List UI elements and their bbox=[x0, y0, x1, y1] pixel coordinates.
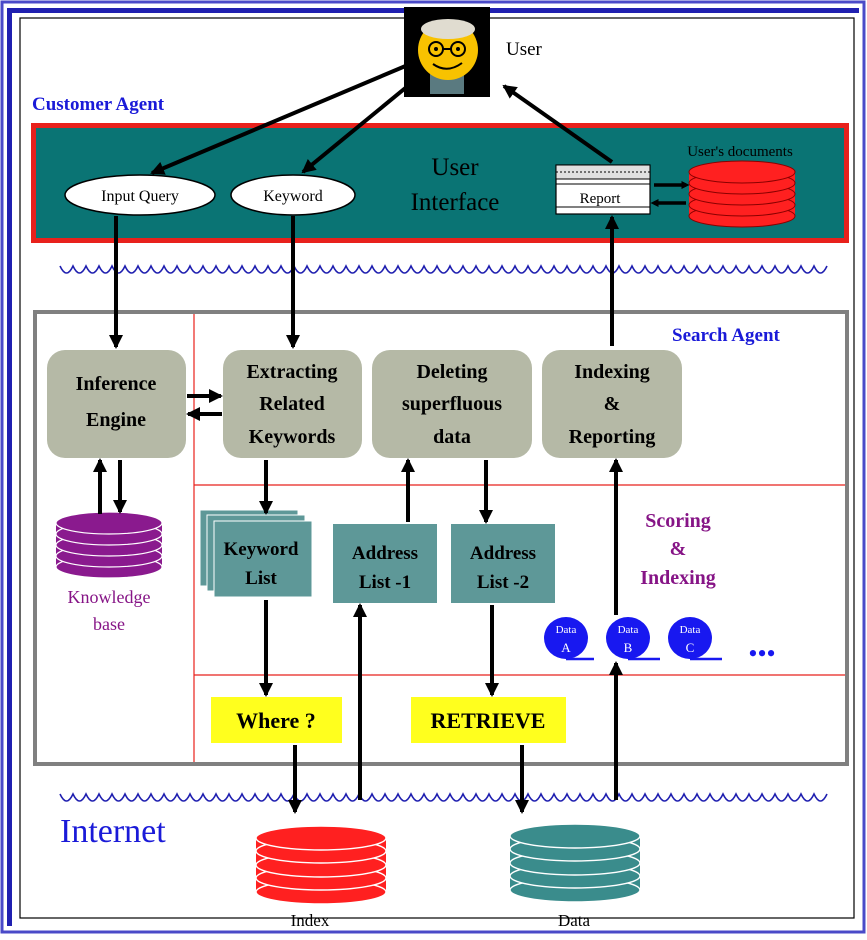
knowledge-base-line1: Knowledge bbox=[68, 587, 151, 607]
data-items-ellipsis: ••• bbox=[748, 639, 775, 668]
data-item-b-bottom: B bbox=[624, 640, 633, 655]
users-documents-disk bbox=[688, 160, 796, 228]
data-item-c bbox=[668, 617, 722, 661]
scoring-line1: Scoring bbox=[645, 510, 711, 532]
where-label: Where ? bbox=[236, 708, 316, 733]
data-item-a-bottom: A bbox=[561, 640, 571, 655]
data-item-c-bottom: C bbox=[686, 640, 695, 655]
input-query-label: Input Query bbox=[101, 188, 179, 205]
user-label: User bbox=[506, 39, 543, 60]
data-item-b-top: Data bbox=[618, 624, 639, 636]
inference-engine-line1: Inference bbox=[76, 373, 157, 395]
wave-separator-top bbox=[59, 264, 828, 274]
keyword-list-box bbox=[213, 520, 313, 598]
customer-agent-title: Customer Agent bbox=[32, 94, 165, 115]
arrow-user-to-input-query bbox=[150, 60, 416, 175]
index-disk bbox=[255, 825, 387, 905]
address-list-1-line2: List -1 bbox=[359, 572, 411, 593]
knowledge-base-line2: base bbox=[93, 614, 125, 634]
knowledge-base-disk bbox=[55, 511, 163, 579]
user-avatar bbox=[404, 7, 490, 97]
internet-title: Internet bbox=[60, 813, 166, 850]
indexing-line2: & bbox=[604, 393, 621, 415]
data-item-b bbox=[606, 617, 660, 661]
inference-engine-box bbox=[47, 350, 186, 458]
arrow-group bbox=[93, 60, 623, 814]
arrow-user-to-keyword bbox=[301, 74, 422, 174]
indexing-line3: Reporting bbox=[569, 426, 656, 448]
keyword-list-line2: List bbox=[245, 568, 277, 589]
data-item-c-top: Data bbox=[680, 624, 701, 636]
data-disk bbox=[509, 823, 641, 903]
extracting-line2: Related bbox=[259, 393, 325, 415]
address-list-2-box bbox=[451, 524, 555, 603]
inference-engine-line2: Engine bbox=[86, 409, 146, 431]
keyword-ellipse bbox=[230, 174, 356, 216]
extracting-line3: Keywords bbox=[249, 426, 336, 448]
wave-separator-bottom bbox=[59, 792, 828, 802]
retrieve-box bbox=[411, 697, 566, 743]
users-documents-label: User's documents bbox=[687, 144, 793, 160]
user-interface-title-1: User bbox=[431, 154, 479, 181]
scoring-line2: & bbox=[670, 538, 687, 560]
report-label: Report bbox=[580, 191, 622, 207]
address-list-2-line1: Address bbox=[470, 543, 536, 564]
input-query-ellipse bbox=[64, 174, 216, 216]
data-item-a-top: Data bbox=[556, 624, 577, 636]
address-list-1-box bbox=[333, 524, 437, 603]
retrieve-label: RETRIEVE bbox=[431, 708, 546, 733]
where-box bbox=[211, 697, 342, 743]
index-label: Index bbox=[291, 911, 330, 930]
keyword-list-line1: Keyword bbox=[224, 539, 299, 560]
arrow-report-to-user bbox=[502, 84, 614, 164]
deleting-line3: data bbox=[433, 426, 471, 448]
scoring-line3: Indexing bbox=[640, 567, 716, 589]
extracting-line1: Extracting bbox=[246, 361, 337, 383]
deleting-line1: Deleting bbox=[416, 361, 487, 383]
data-label: Data bbox=[558, 911, 591, 930]
left-edge bbox=[7, 8, 12, 926]
extracting-keywords-box bbox=[223, 350, 362, 458]
address-list-2-line2: List -2 bbox=[477, 572, 529, 593]
address-list-1-line1: Address bbox=[352, 543, 418, 564]
deleting-line2: superfluous bbox=[402, 393, 502, 415]
indexing-reporting-box bbox=[542, 350, 682, 458]
user-interface-title-2: Interface bbox=[411, 189, 500, 216]
data-item-a bbox=[544, 617, 594, 661]
search-agent-title: Search Agent bbox=[672, 325, 781, 346]
indexing-line1: Indexing bbox=[574, 361, 650, 383]
deleting-data-box bbox=[372, 350, 532, 458]
keyword-label: Keyword bbox=[263, 188, 323, 205]
report-document bbox=[555, 164, 651, 215]
